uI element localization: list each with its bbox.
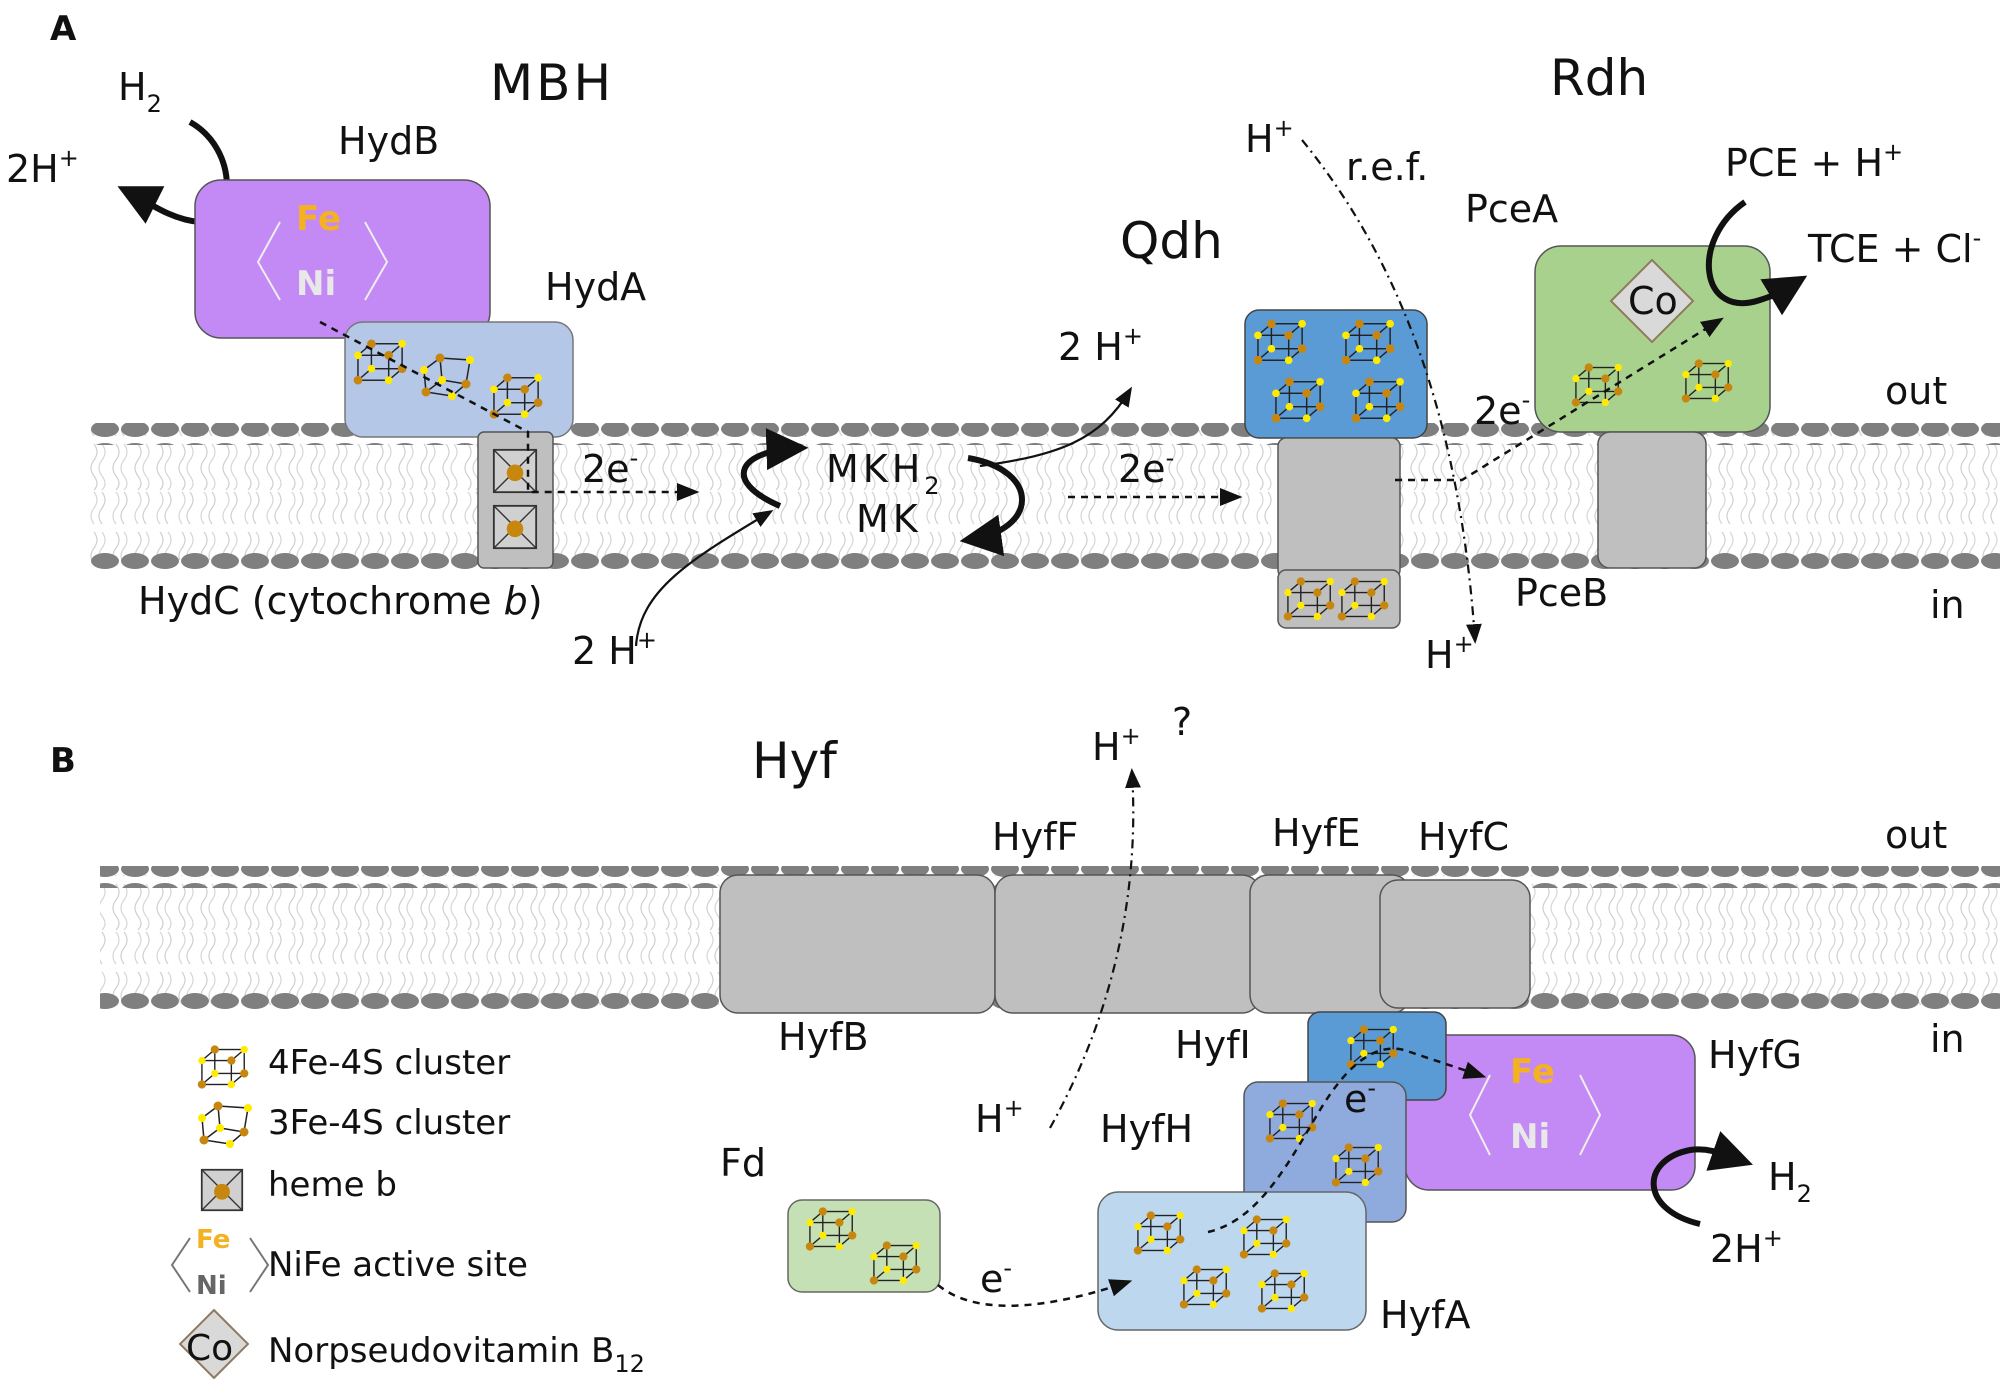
mbh-ni-label: Ni	[296, 264, 336, 304]
ref-h-plus-top-label: H+	[1245, 114, 1294, 161]
pceb-label: PceB	[1515, 571, 1608, 615]
panel-a-out-label: out	[1885, 369, 1947, 413]
hyfb-subunit	[719, 874, 996, 1014]
legend-4fe4s-label: 4Fe-4S cluster	[268, 1043, 510, 1083]
hyf-e-label: e-	[1344, 1074, 1376, 1121]
mk-label: MK	[856, 497, 922, 541]
membrane-a	[90, 423, 2000, 573]
hyf-h2-label: H2	[1768, 1155, 1812, 1208]
hyf-h2-evolution-arrow	[1650, 1131, 1753, 1227]
svg-text:Co: Co	[1628, 279, 1678, 323]
hydc-label: HydC (cytochrome b)	[138, 579, 543, 623]
pcea-cobalamin: Co	[1609, 258, 1695, 344]
hydc-heme-1	[492, 448, 538, 494]
hyfa-subunit	[1097, 1191, 1367, 1331]
hyfg-ni-label: Ni	[1510, 1117, 1550, 1157]
legend-nife-icon: Fe Ni	[170, 1225, 270, 1301]
legend-3fe4s-icon	[197, 1100, 253, 1148]
legend-nife-label: NiFe active site	[268, 1245, 528, 1285]
panel-b-in-label: in	[1930, 1017, 1965, 1061]
mk-reduction-arrow	[740, 428, 809, 509]
pcea-label: PceA	[1465, 187, 1558, 231]
mkh2-label: MKH2	[826, 447, 944, 500]
rdh-title: Rdh	[1550, 49, 1648, 107]
fd-label: Fd	[720, 1141, 766, 1185]
mbh-2h-plus-label: 2H+	[6, 144, 79, 191]
qdh-membrane-subunit	[1277, 437, 1401, 579]
hyfg-nife-active-site: Fe Ni	[1468, 1052, 1602, 1157]
mk-proton-uptake-arrow	[634, 509, 774, 647]
mkh2-proton-release-arrow	[979, 386, 1133, 468]
panel-a-in-label: in	[1930, 583, 1965, 627]
hyf-h-plus-top-label: H+	[1092, 722, 1141, 769]
fd-e-label: e-	[980, 1254, 1012, 1301]
hyf-2h-plus-label: 2H+	[1710, 1224, 1783, 1271]
legend-heme-label: heme b	[268, 1165, 397, 1205]
mk-2h-out-label: 2 H+	[1058, 322, 1143, 369]
hyf-h-plus-low-label: H+	[975, 1094, 1024, 1141]
hyfc-subunit	[1379, 879, 1531, 1009]
legend: 4Fe-4S cluster 3Fe-4S cluster heme b Fe …	[170, 1043, 645, 1380]
ref-label: r.e.f.	[1346, 145, 1428, 189]
question-mark: ?	[1172, 700, 1192, 744]
mk-2h-in-label: 2 H+	[572, 626, 657, 673]
qdh-2e-label: 2e-	[1118, 444, 1174, 491]
mbh-title: MBH	[490, 54, 614, 112]
legend-4fe4s-icon	[197, 1044, 250, 1090]
hyfc-label: HyfC	[1418, 815, 1509, 859]
rdh-electron-path	[1395, 317, 1724, 482]
tce-label: TCE + Cl-	[1807, 224, 1981, 271]
hyfa-label: HyfA	[1380, 1293, 1470, 1337]
legend-3fe4s-label: 3Fe-4S cluster	[268, 1103, 510, 1143]
hyff-label: HyfF	[992, 815, 1078, 859]
hydc-heme-2	[492, 504, 538, 550]
svg-text:Fe: Fe	[196, 1225, 230, 1255]
hyfb-label: HyfB	[778, 1015, 869, 1059]
mbh-electron-path	[319, 320, 700, 501]
legend-cobalamin-icon: Co	[178, 1308, 250, 1380]
hyfg-fe-label: Fe	[1510, 1052, 1555, 1092]
mbh-fe-label: Fe	[296, 199, 341, 239]
pce-dechlorination-arrow	[1705, 199, 1808, 316]
ref-h-plus-bottom-label: H+	[1425, 630, 1474, 677]
panel-a-letter: A	[50, 9, 77, 49]
rdh-2e-label: 2e-	[1474, 386, 1530, 433]
hyfe-label: HyfE	[1272, 811, 1360, 855]
qdh-title: Qdh	[1120, 212, 1223, 270]
hyfh-label: HyfH	[1100, 1107, 1193, 1151]
hydb-label: HydB	[338, 119, 439, 163]
fd-electron-path	[937, 1279, 1133, 1307]
mbh-nife-active-site: Fe Ni	[256, 199, 389, 304]
pceb-subunit	[1597, 431, 1707, 569]
svg-text:Co: Co	[186, 1328, 233, 1369]
mbh-h2-label: H2	[118, 65, 162, 118]
mbh-2e-label: 2e-	[582, 444, 638, 491]
svg-text:Ni: Ni	[196, 1271, 227, 1301]
panel-b-out-label: out	[1885, 813, 1947, 857]
hyf-proton-arrow	[1049, 768, 1141, 1129]
legend-cobalamin-label: Norpseudovitamin B12	[268, 1331, 645, 1378]
hyf-electron-path	[1207, 1047, 1487, 1234]
hyf-title: Hyf	[752, 732, 838, 790]
pce-label: PCE + H+	[1725, 138, 1903, 185]
panel-b-letter: B	[50, 741, 76, 781]
ref-proton-arrow	[1301, 139, 1482, 644]
hyfg-label: HyfG	[1708, 1033, 1802, 1077]
hydb-subunit	[194, 179, 491, 339]
hyda-label: HydA	[545, 265, 646, 309]
hyfi-label: HyfI	[1175, 1023, 1251, 1067]
legend-heme-icon	[200, 1168, 244, 1212]
